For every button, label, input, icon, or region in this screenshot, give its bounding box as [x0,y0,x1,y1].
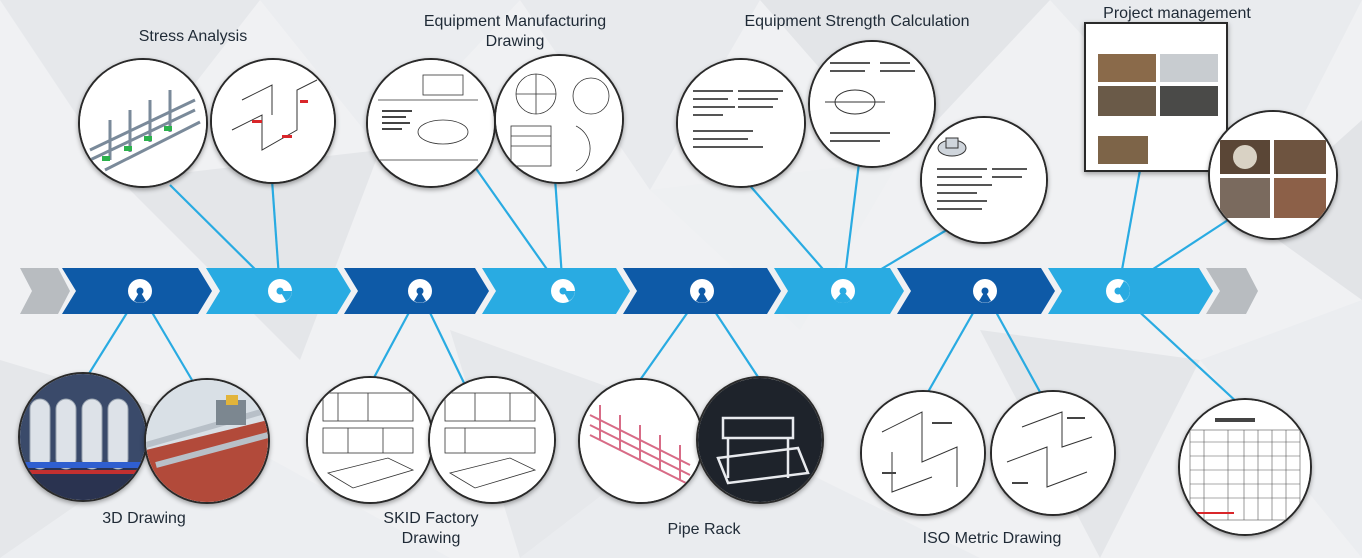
thumb-strength-calc-2 [808,40,936,168]
node-icon-equipment-strength [829,277,857,305]
label-stress-analysis: Stress Analysis [138,28,248,45]
thumb-stress-analysis-3d-piping [78,58,208,188]
thumb-pipe-rack-dark [696,376,824,504]
thumb-stress-analysis-isometric [210,58,336,184]
thumb-iso-metric-2 [990,390,1116,516]
label-3d-drawing: 3D Drawing [102,510,186,527]
label-equipment-strength: Equipment Strength Calculation [744,13,970,30]
label-equipment-manufacturing-line2: Drawing [485,33,545,50]
label-equipment-manufacturing: Equipment Manufacturing Drawing [400,12,630,52]
thumb-pipe-rack-pink [578,378,704,504]
thumb-iso-metric-1 [860,390,986,516]
thumb-skid-factory-drawing-1 [306,376,434,504]
thumb-3d-drawing-skid [144,378,270,504]
thumb-strength-calc-1 [676,58,806,188]
node-icon-project-management [1104,277,1132,305]
label-skid-factory-line2: Drawing [401,530,461,547]
label-iso-metric: ISO Metric Drawing [922,530,1062,547]
thumb-equipment-manufacturing-1 [366,58,496,188]
node-icon-3d-drawing [126,277,154,305]
thumb-skid-factory-drawing-2 [428,376,556,504]
thumb-3d-drawing-vessels [18,372,148,502]
node-icon-pipe-rack [688,277,716,305]
label-skid-factory-line1: SKID Factory [383,510,479,527]
label-pipe-rack: Pipe Rack [667,521,741,538]
label-equipment-manufacturing-line1: Equipment Manufacturing [423,13,607,30]
thumb-project-management-photos [1084,22,1228,172]
arrow-end-gray [1206,268,1258,314]
arrow-start-gray [20,268,70,314]
node-icon-iso-metric [971,277,999,305]
thumb-strength-calc-3 [920,116,1048,244]
thumb-project-management-list [1178,398,1312,536]
node-icon-stress-analysis [266,277,294,305]
label-project-management: Project management [1103,5,1251,22]
arrow-segment-8 [1048,268,1213,314]
node-icon-skid-factory [406,277,434,305]
thumb-project-management-testing [1208,110,1338,240]
label-skid-factory: SKID Factory Drawing [365,509,497,549]
thumb-equipment-manufacturing-2 [494,54,624,184]
node-icon-equipment-manufacturing [549,277,577,305]
